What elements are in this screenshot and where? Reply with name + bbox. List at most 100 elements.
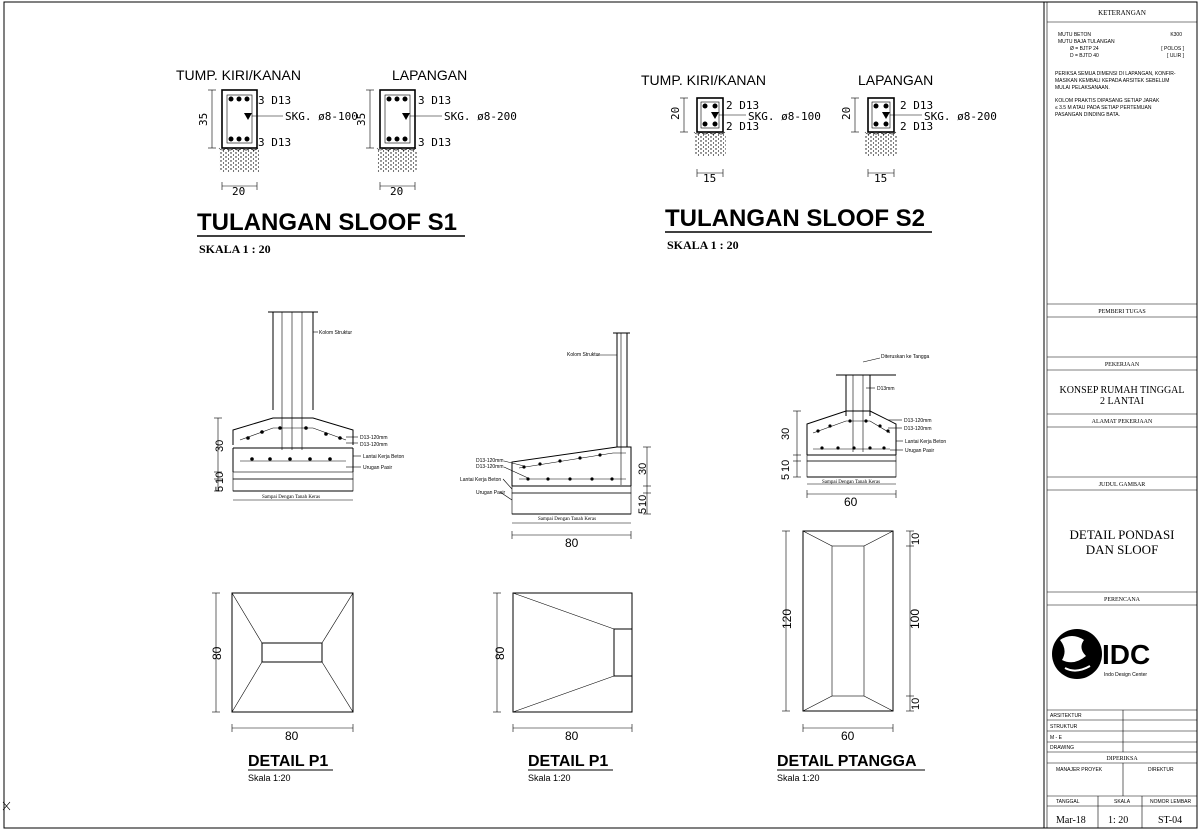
nomor-value: ST-04 xyxy=(1158,815,1182,826)
company-name: Indo Design Center xyxy=(1104,672,1147,678)
mutu-baja-label: MUTU BAJA TULANGAN xyxy=(1058,39,1115,45)
p1a-h30: 30 xyxy=(214,440,226,452)
judul-value-1: DETAIL PONDASI xyxy=(1070,527,1175,542)
p1b-kolom-label: Kolom Struktur xyxy=(567,352,600,358)
mutu-beton-value: K300 xyxy=(1170,32,1182,38)
s2-scale: SKALA 1 : 20 xyxy=(667,238,739,252)
s2-tump-label: TUMP. KIRI/KANAN xyxy=(641,72,766,88)
baja-ulir-tag: [ ULIR ] xyxy=(1167,53,1185,59)
pekerjaan-label: PEKERJAAN xyxy=(1105,362,1140,368)
sloof-s2-group: TUMP. KIRI/KANAN LAPANGAN 20 15 2 D13 SK… xyxy=(641,72,997,252)
ptangga-urugan: Urugan Pasir xyxy=(905,448,935,454)
note2-line3: PASANGAN DINDING BATA. xyxy=(1055,112,1120,118)
p1b-plan: 80 80 DETAIL P1 Skala 1:20 xyxy=(493,592,633,783)
ptangga-section: 30 10 5 Diteruskan ke Tangga D13mm D13-1… xyxy=(780,354,946,509)
row-me: M - E xyxy=(1050,735,1063,741)
s1-tump-width: 20 xyxy=(232,185,245,198)
s1-lap-width: 20 xyxy=(390,185,403,198)
s2-lap-width: 15 xyxy=(874,172,887,185)
p1b-h30: 30 xyxy=(637,463,649,475)
sloof-s1-group: TUMP. KIRI/KANAN LAPANGAN 35 20 3 D13 SK… xyxy=(176,67,517,256)
p1a-lantai: Lantai Kerja Beton xyxy=(363,454,404,460)
s1-lap-height: 35 xyxy=(355,113,368,126)
ptangga-h30: 30 xyxy=(780,428,792,440)
ptangga-plan-h: 120 xyxy=(780,609,794,629)
note1-line2: MASIKAN KEMBALI KEPADA ARSITEK SEBELUM xyxy=(1055,78,1169,84)
row-arsitektur: ARSITEKTUR xyxy=(1050,713,1082,719)
diperiksa-label: DIPERIKSA xyxy=(1106,756,1138,762)
direktur-label: DIREKTUR xyxy=(1148,767,1174,773)
s2-lap-section: 20 15 2 D13 SKG. ø8-200 2 D13 xyxy=(840,97,997,185)
ptangga-d13mm: D13mm xyxy=(877,386,895,392)
manajer-label: MANAJER PROYEK xyxy=(1056,767,1103,773)
p1a-kolom-label: Kolom Struktur xyxy=(319,330,352,336)
s1-lap-section: 35 20 3 D13 SKG. ø8-200 3 D13 xyxy=(355,89,517,198)
p1a-section: 30 10 5 Kolom Struktur D13-120mm D13-120… xyxy=(214,311,404,501)
mutu-beton-label: MUTU BETON xyxy=(1058,32,1091,38)
p1b-d13b: D13-120mm xyxy=(476,464,504,470)
ptangga-inner-h: 100 xyxy=(908,609,922,629)
note1-line1: PERIKSA SEMUA DIMENSI DI LAPANGAN, KONFI… xyxy=(1055,71,1176,77)
s2-lap-stirrup: SKG. ø8-200 xyxy=(924,110,997,123)
p1b-urugan: Urugan Pasir xyxy=(476,490,506,496)
p1b-sec-w: 80 xyxy=(565,536,579,550)
p1a-d13a: D13-120mm xyxy=(360,435,388,441)
p1a-urugan: Urugan Pasir xyxy=(363,465,393,471)
p1b-h5: 5 xyxy=(637,508,649,514)
s1-title: TULANGAN SLOOF S1 xyxy=(197,209,457,236)
s2-tump-bottom: 2 D13 xyxy=(726,120,759,133)
s1-tump-stirrup: SKG. ø8-100 xyxy=(285,110,358,123)
p1b-scale: Skala 1:20 xyxy=(528,773,571,783)
sheet-border xyxy=(3,1,1198,829)
p1a-h5: 5 xyxy=(214,486,226,492)
s2-tump-width: 15 xyxy=(703,172,716,185)
s2-tump-stirrup: SKG. ø8-100 xyxy=(748,110,821,123)
note2-line1: KOLOM PRAKTIS DIPASANG SETIAP JARAK xyxy=(1055,98,1160,104)
ptangga-lantai: Lantai Kerja Beton xyxy=(905,439,946,445)
note2-line2: ≤ 3.5 M ATAU PADA SETIAP PERTEMUAN xyxy=(1055,105,1152,111)
s2-tump-top: 2 D13 xyxy=(726,99,759,112)
p1b-tanah: Sampai Dengan Tanah Keras xyxy=(538,517,596,522)
s1-scale: SKALA 1 : 20 xyxy=(199,242,271,256)
note1-line3: MULAI PELAKSANAAN. xyxy=(1055,85,1110,91)
s1-lap-label: LAPANGAN xyxy=(392,67,467,83)
alamat-label: ALAMAT PEKERJAAN xyxy=(1092,419,1153,425)
p1b-plan-h: 80 xyxy=(493,646,507,660)
p1b-title: DETAIL P1 xyxy=(528,753,608,770)
ptangga-tanah: Sampai Dengan Tanah Keras xyxy=(822,480,880,485)
ptangga-dest: Diteruskan ke Tangga xyxy=(881,354,929,360)
tanggal-label: TANGGAL xyxy=(1056,799,1080,805)
ptangga-h10: 10 xyxy=(780,460,792,472)
s2-lap-top: 2 D13 xyxy=(900,99,933,112)
ptangga-plan: 120 10 100 10 60 DETAIL PTANGGA Skala 1:… xyxy=(777,530,925,783)
logo-text: IDC xyxy=(1102,639,1150,670)
p1a-tanah: Sampai Dengan Tanah Keras xyxy=(262,495,320,500)
s1-lap-stirrup: SKG. ø8-200 xyxy=(444,110,517,123)
ptangga-edge-top: 10 xyxy=(910,533,922,545)
p1b-section: 30 10 5 Kolom Struktur D13-120mm D13-120… xyxy=(460,332,651,550)
corner-mark xyxy=(2,801,11,811)
ptangga-edge-bot: 10 xyxy=(910,698,922,710)
s2-tump-section: 20 15 2 D13 SKG. ø8-100 2 D13 xyxy=(669,97,821,185)
s2-tump-height: 20 xyxy=(669,107,682,120)
p1b-plan-w: 80 xyxy=(565,729,579,743)
judul-value-2: DAN SLOOF xyxy=(1086,542,1159,557)
p1b-d13a: D13-120mm xyxy=(476,458,504,464)
keterangan-title: KETERANGAN xyxy=(1098,9,1146,17)
tanggal-value: Mar-18 xyxy=(1056,815,1086,826)
ptangga-title: DETAIL PTANGGA xyxy=(777,753,917,770)
baja-ulir: D = BJTD 40 xyxy=(1070,53,1099,59)
ptangga-scale: Skala 1:20 xyxy=(777,773,820,783)
p1a-h10: 10 xyxy=(214,472,226,484)
p1a-title: DETAIL P1 xyxy=(248,753,328,770)
baja-polos: Ø = BJTP 24 xyxy=(1070,46,1099,52)
row-struktur: STRUKTUR xyxy=(1050,724,1078,730)
p1a-plan-h: 80 xyxy=(210,646,224,660)
s2-lap-label: LAPANGAN xyxy=(858,72,933,88)
ptangga-d13b: D13-120mm xyxy=(904,426,932,432)
p1b-h10: 10 xyxy=(637,495,649,507)
s2-lap-bottom: 2 D13 xyxy=(900,120,933,133)
judul-label: JUDUL GAMBAR xyxy=(1099,482,1146,488)
p1a-d13b: D13-120mm xyxy=(360,442,388,448)
